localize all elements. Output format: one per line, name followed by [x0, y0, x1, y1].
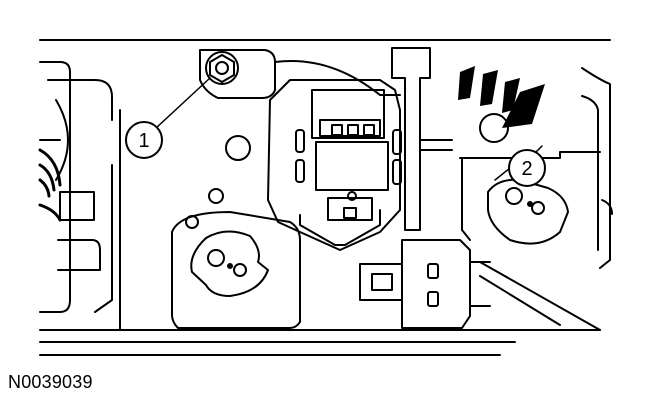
figure-identifier: N0039039	[8, 372, 93, 392]
switch-housing	[267, 79, 402, 251]
center-plate	[119, 60, 401, 331]
connector	[359, 239, 491, 329]
callout-leaders	[155, 77, 543, 181]
mounting-port	[479, 113, 509, 143]
left-housing	[38, 61, 113, 313]
right-housing	[459, 67, 613, 331]
callout-1	[125, 121, 163, 159]
mounting-bracket	[199, 49, 276, 99]
selector-detail-left	[171, 211, 301, 329]
bolt-head	[205, 51, 239, 85]
install-arrow-icon	[458, 66, 545, 128]
callout-1-label: 1	[138, 130, 149, 152]
housing-outline	[39, 39, 611, 356]
rail	[391, 47, 453, 231]
callout-2	[508, 149, 546, 187]
callout-2-label: 2	[521, 158, 532, 180]
